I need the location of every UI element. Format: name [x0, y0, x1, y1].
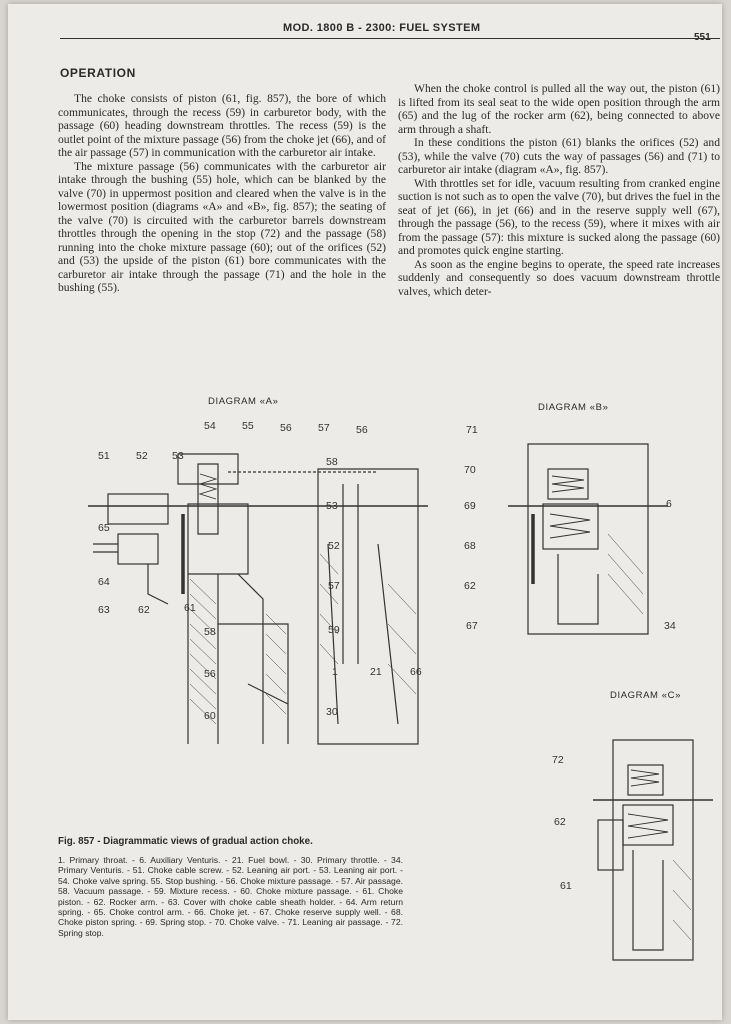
callout-label: 62 — [138, 604, 150, 616]
callout-label: 60 — [204, 710, 216, 722]
figure-caption: Fig. 857 - Diagrammatic views of gradual… — [58, 836, 403, 938]
callout-label: 52 — [328, 540, 340, 552]
callout-label: 66 — [410, 666, 422, 678]
callout-label: 65 — [98, 522, 110, 534]
callout-label: 58 — [326, 456, 338, 468]
callout-label: 69 — [464, 500, 476, 512]
paragraph: When the choke control is pulled all the… — [398, 82, 720, 136]
diagram-c-title: DIAGRAM «C» — [610, 690, 682, 701]
callout-label: 34 — [664, 620, 676, 632]
callout-label: 61 — [184, 602, 196, 614]
callout-label: 64 — [98, 576, 110, 588]
paragraph: The mixture passage (56) communicates wi… — [58, 159, 386, 295]
diagram-b-title: DIAGRAM «B» — [538, 402, 609, 413]
paragraph: In these conditions the piston (61) blan… — [398, 136, 720, 176]
callout-label: 57 — [318, 422, 330, 434]
running-header: MOD. 1800 B - 2300: FUEL SYSTEM — [283, 22, 481, 34]
callout-label: 52 — [136, 450, 148, 462]
callout-label: 30 — [326, 706, 338, 718]
header-rule — [60, 38, 720, 39]
page-number: 551 — [694, 32, 711, 43]
callout-label: 62 — [464, 580, 476, 592]
callout-label: 68 — [464, 540, 476, 552]
callout-label: 57 — [328, 580, 340, 592]
callout-label: 21 — [370, 666, 382, 678]
paragraph: The choke consists of piston (61, fig. 8… — [58, 92, 386, 159]
callout-label: 70 — [464, 464, 476, 476]
paragraph: With throttles set for idle, vacuum resu… — [398, 176, 720, 258]
operation-heading: OPERATION — [60, 66, 136, 80]
diagram-b-drawing — [508, 443, 668, 635]
callout-label: 59 — [328, 624, 340, 636]
diagram-c-drawing — [593, 739, 713, 961]
callout-label: 53 — [326, 500, 338, 512]
callout-label: 55 — [242, 420, 254, 432]
callout-label: 54 — [204, 420, 216, 432]
callout-label: 56 — [280, 422, 292, 434]
callout-label: 53 — [172, 450, 184, 462]
manual-page: MOD. 1800 B - 2300: FUEL SYSTEM 551 OPER… — [8, 4, 722, 1020]
paragraph: As soon as the engine begins to operate,… — [398, 257, 720, 298]
caption-title: Fig. 857 - Diagrammatic views of gradual… — [58, 836, 313, 847]
callout-label: 67 — [466, 620, 478, 632]
diagram-a-drawing — [88, 453, 428, 745]
callout-label: 51 — [98, 450, 110, 462]
callout-label: 6 — [666, 498, 672, 510]
callout-label: 61 — [560, 880, 572, 892]
callout-label: 71 — [466, 424, 478, 436]
callout-label: 63 — [98, 604, 110, 616]
callout-label: 58 — [204, 626, 216, 638]
callout-label: 56 — [204, 668, 216, 680]
caption-legend: 1. Primary throat. - 6. Auxiliary Ventur… — [58, 855, 403, 938]
callout-label: 62 — [554, 816, 566, 828]
callout-label: 1 — [332, 666, 338, 678]
diagram-a-title: DIAGRAM «A» — [208, 396, 279, 407]
right-text-column: When the choke control is pulled all the… — [398, 82, 720, 298]
callout-label: 72 — [552, 754, 564, 766]
left-text-column: The choke consists of piston (61, fig. 8… — [58, 86, 386, 295]
callout-label: 56 — [356, 424, 368, 436]
